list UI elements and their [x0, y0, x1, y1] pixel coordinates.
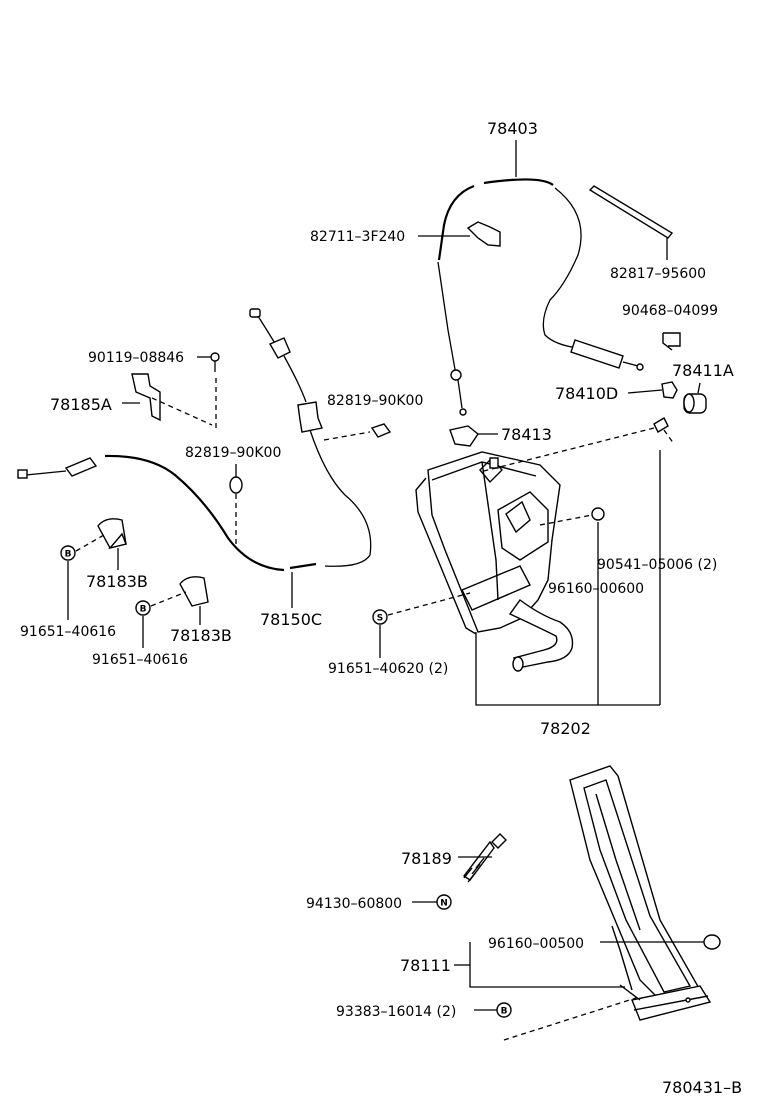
label-78150C: 78150C: [260, 610, 322, 629]
label-96160-00500: 96160–00500: [488, 936, 584, 952]
cable-78403: [437, 178, 644, 416]
label-90119-08846: 90119–08846: [88, 350, 184, 366]
screw-marker-s: S: [372, 592, 471, 658]
label-78410D: 78410D: [555, 384, 618, 403]
bolt-marker-b2: B: [135, 591, 187, 648]
svg-text:N: N: [440, 899, 448, 909]
label-78413: 78413: [501, 425, 552, 444]
pedal-bracket-78202: [415, 451, 574, 672]
label-90541-05006: 90541–05006 (2): [597, 557, 717, 573]
bolt-78189: [458, 833, 507, 883]
label-94130-60800: 94130–60800: [306, 896, 402, 912]
part-78410D: [627, 381, 678, 399]
bushing-82819-lower: [229, 464, 243, 545]
bracket-78185A: [122, 373, 213, 426]
diagram-id: 780431–B: [662, 1078, 742, 1097]
label-82819-90K00-upper: 82819–90K00: [327, 393, 423, 409]
label-82817-95600: 82817–95600: [610, 266, 706, 282]
nut-marker-n: N: [412, 894, 452, 910]
clip-82711: [418, 221, 501, 247]
label-78411A: 78411A: [672, 361, 734, 380]
label-90468-04099: 90468–04099: [622, 303, 718, 319]
label-91651-40616-left: 91651–40616: [20, 624, 116, 640]
label-96160-00600: 96160–00600: [548, 581, 644, 597]
part-78411A: [683, 382, 707, 414]
label-78189: 78189: [401, 849, 452, 868]
label-91651-40620: 91651–40620 (2): [328, 661, 448, 677]
grommet-78183B-left: [97, 518, 127, 570]
label-78183B-left: 78183B: [86, 572, 148, 591]
grommet-78183B-right: [179, 576, 209, 625]
part-78413: [449, 425, 498, 447]
rod-82817: [588, 185, 674, 260]
cable-78150C: [17, 308, 372, 572]
label-78111: 78111: [400, 956, 451, 975]
clip-90468: [662, 332, 681, 351]
label-82819-90K00-lower: 82819–90K00: [185, 445, 281, 461]
bolt-marker-b3: B: [474, 997, 637, 1041]
screw-90541: [653, 417, 675, 445]
svg-text:S: S: [377, 614, 383, 624]
bolt-90119: [197, 352, 220, 372]
bushing-82819-upper: [323, 423, 392, 441]
label-78202: 78202: [540, 719, 591, 738]
accelerator-pedal-78111: [569, 765, 712, 1021]
label-91651-40616-right: 91651–40616: [92, 652, 188, 668]
label-78403: 78403: [487, 119, 538, 138]
label-78183B-right: 78183B: [170, 626, 232, 645]
svg-text:B: B: [65, 550, 72, 560]
clip-96160-00600: [539, 507, 605, 705]
label-82711-3F240: 82711–3F240: [310, 229, 405, 245]
bolt-marker-b1: B: [60, 534, 105, 620]
label-78185A: 78185A: [50, 395, 112, 414]
clip-96160-00500: [600, 934, 721, 950]
svg-text:B: B: [140, 605, 147, 615]
label-93383-16014: 93383–16014 (2): [336, 1004, 456, 1020]
svg-text:B: B: [501, 1007, 508, 1017]
